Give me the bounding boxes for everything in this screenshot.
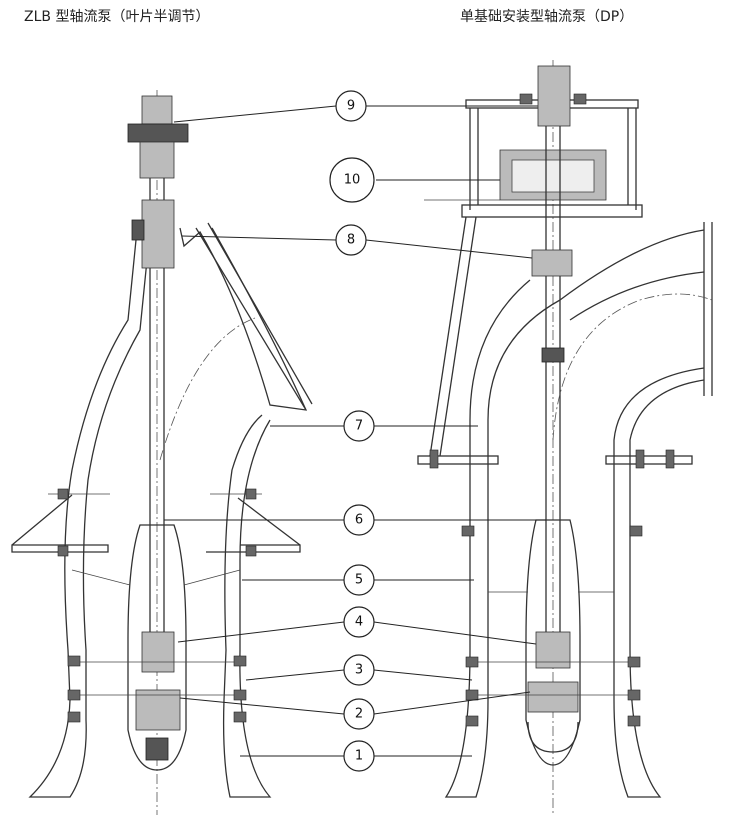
right-pump-support-plate — [417, 455, 499, 465]
callout-label: 9 — [347, 99, 355, 114]
right-pump-impeller-hub — [527, 681, 579, 713]
left-pump-packing — [141, 199, 175, 269]
callout-leaders — [164, 105, 546, 757]
right-pump-bolt — [627, 715, 641, 727]
callout-10: 10 — [329, 157, 375, 203]
right-pump-hub-cap — [527, 721, 579, 753]
callout-5: 5 — [343, 564, 375, 596]
right-pump-bearing-inner — [511, 159, 595, 193]
right-pump-bolt — [629, 525, 643, 537]
callout-label: 7 — [355, 419, 363, 434]
callout-label: 8 — [347, 233, 355, 248]
callout-label: 10 — [344, 173, 361, 188]
left-pump-vane-line — [183, 569, 241, 586]
right-pump-support-leg — [439, 216, 477, 457]
left-pump-lower-bearing — [141, 631, 175, 673]
right-pump-bolt — [573, 93, 587, 105]
left-pump-vane-line — [71, 569, 131, 586]
callout-2: 2 — [343, 698, 375, 730]
callout-7: 7 — [343, 410, 375, 442]
leader-8-right — [365, 239, 533, 259]
right-pump-bolt — [465, 689, 479, 701]
left-pump-casing-right — [179, 227, 308, 411]
left-pump-bolt — [67, 711, 81, 723]
left-pump-bolt — [233, 711, 247, 723]
left-pump-coupling-flange — [127, 123, 189, 143]
right-pump-shaft-coupling — [541, 347, 565, 363]
left-pump-coupling-top — [141, 95, 173, 125]
right-pump-elbow-centerline — [552, 293, 713, 441]
left-pump-casing-left — [28, 228, 149, 798]
right-pump-lower-bearing — [535, 631, 571, 669]
left-pump-bolt — [233, 655, 247, 667]
callout-label: 4 — [355, 615, 363, 630]
callout-label: 1 — [355, 749, 363, 764]
leader-2-left — [179, 697, 345, 715]
right-pump-support-leg — [429, 216, 467, 457]
right-pump-elbow-inner — [569, 271, 705, 798]
callout-1: 1 — [343, 740, 375, 772]
leader-4-left — [177, 621, 345, 643]
left-pump-flange-edge — [195, 227, 307, 411]
callout-3: 3 — [343, 654, 375, 686]
left-pump-hub-nut — [145, 737, 169, 761]
leader-9-left — [173, 105, 337, 123]
callout-label: 6 — [355, 513, 363, 528]
callout-label: 2 — [355, 707, 363, 722]
right-pump-guide-vane-body — [525, 519, 581, 766]
right-pump-packing — [531, 249, 573, 277]
left-pump-support-plate — [11, 494, 301, 553]
left-pump-bolt — [245, 488, 257, 500]
right-pump-bolt — [665, 449, 675, 469]
left-pump-bolt — [57, 488, 69, 500]
right-pump-bolt — [635, 449, 645, 469]
left-pump-title: ZLB 型轴流泵（叶片半调节） — [24, 9, 210, 25]
right-pump-title: 单基础安装型轴流泵（DP） — [460, 9, 634, 25]
left-pump-discharge-lower — [222, 414, 272, 798]
right-pump-bolt — [465, 715, 479, 727]
left-pump-bolt — [245, 545, 257, 557]
left-pump-flange-edge-2 — [207, 222, 313, 405]
right-pump-coupling — [537, 65, 571, 127]
right-pump-support-plate — [605, 455, 693, 465]
leader-3-right — [373, 669, 473, 681]
right-pump-bolt — [429, 449, 439, 469]
callout-4: 4 — [343, 606, 375, 638]
right-pump — [417, 60, 713, 815]
leader-4-right — [373, 621, 537, 645]
right-pump-base-plate — [461, 204, 643, 218]
callout-6: 6 — [343, 504, 375, 536]
left-pump-elbow-centerline — [159, 317, 256, 461]
right-pump-elbow-outer — [444, 229, 705, 798]
left-pump-bolt — [57, 545, 69, 557]
left-pump-guide-vane-body — [127, 524, 187, 771]
left-pump — [11, 90, 313, 815]
callout-label: 3 — [355, 663, 363, 678]
leader-2-right — [373, 691, 531, 715]
right-pump-bolt — [627, 656, 641, 668]
left-pump-packing-gland — [131, 219, 145, 241]
left-pump-bolt — [67, 655, 81, 667]
right-pump-bolt — [627, 689, 641, 701]
leader-8-left — [181, 235, 337, 241]
leader-3-left — [245, 669, 345, 681]
right-pump-bolt — [465, 656, 479, 668]
left-pump-impeller-hub — [135, 689, 181, 731]
right-pump-bolt — [461, 525, 475, 537]
left-pump-coupling-lower — [139, 141, 175, 179]
callout-8: 8 — [335, 224, 367, 256]
right-pump-bolt — [519, 93, 533, 105]
callout-9: 9 — [335, 90, 367, 122]
callout-label: 5 — [355, 573, 363, 588]
left-pump-bolt — [233, 689, 247, 701]
left-pump-bolt — [67, 689, 81, 701]
